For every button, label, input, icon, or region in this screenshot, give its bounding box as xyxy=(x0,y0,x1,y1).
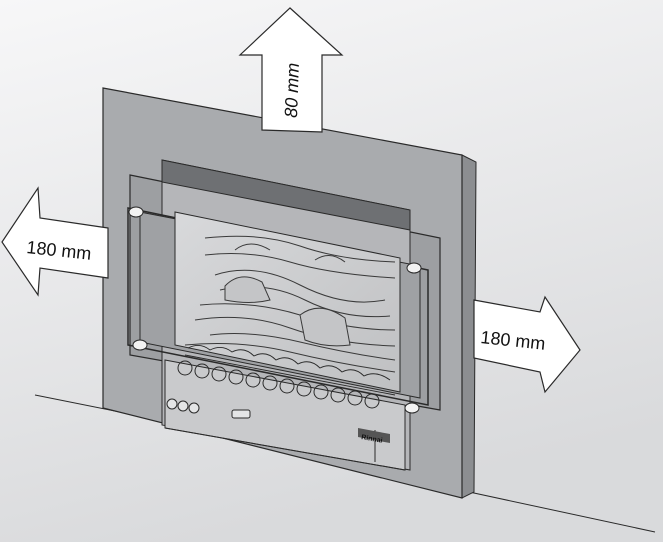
control-knobs xyxy=(166,398,251,419)
clearance-top-label: 80 mm xyxy=(281,62,303,118)
top-clearance-arrow: 80 mm xyxy=(238,7,344,133)
brand-logo: Rinnai xyxy=(358,428,390,445)
right-clearance-arrow: 180 mm xyxy=(473,295,581,394)
bolt-bottom-left xyxy=(132,339,148,351)
svg-text:Rinnai: Rinnai xyxy=(361,434,383,445)
control-panel xyxy=(164,359,406,471)
bolt-bottom-right xyxy=(404,402,420,414)
mounting-bolts xyxy=(128,206,422,414)
ember-bed xyxy=(184,345,396,396)
bolt-top-left xyxy=(128,206,144,218)
glass-door xyxy=(127,207,429,406)
floor-line-right xyxy=(459,489,656,533)
bolt-top-right xyxy=(406,262,422,274)
log-set xyxy=(184,235,396,373)
left-clearance-arrow: 180 mm xyxy=(1,186,109,297)
